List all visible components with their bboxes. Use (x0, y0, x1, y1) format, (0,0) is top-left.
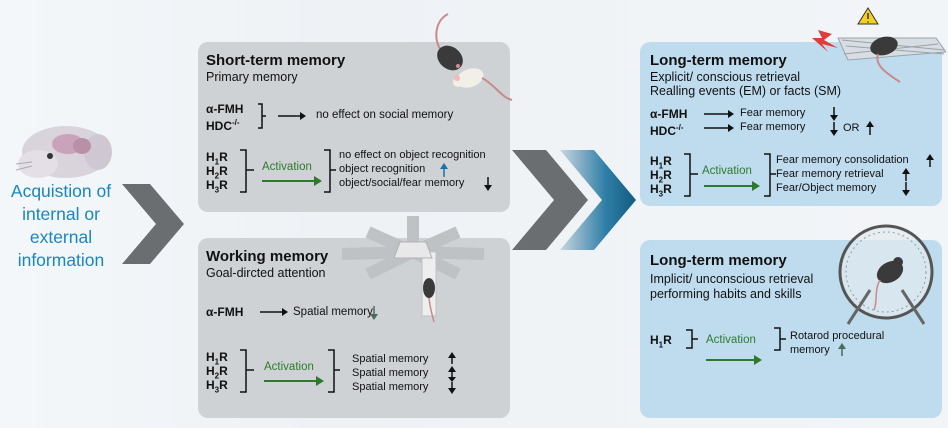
receptor-bracket-icon (240, 149, 254, 193)
receptor-bracket-icon (684, 153, 698, 197)
receptor-bracket-icon (686, 329, 698, 349)
drug-effect: Fear memory (740, 107, 806, 119)
receptor-h3: H3R (206, 378, 228, 395)
input-line: information (17, 250, 105, 270)
arrow-up-icon (866, 121, 874, 135)
rotarod-wheel-icon (838, 224, 934, 325)
drug-label-hdc: HDC-/- (650, 123, 684, 138)
effect-bracket-icon (774, 327, 786, 351)
input-line: internal or (22, 204, 100, 224)
receptor-h3: H3R (206, 178, 228, 195)
panel-subtitle: Goal-dircted attention (206, 266, 326, 280)
chevron-right-icon (122, 184, 184, 264)
drug-effect: Fear memory (740, 121, 806, 133)
short-term-memory-panel: Short-term memory Primary memory α-FMH H… (198, 42, 510, 212)
receptor-h2: H2R (206, 164, 228, 181)
drug-effect: no effect on social memory (316, 109, 454, 121)
arrow-down-icon (902, 182, 910, 196)
receptor-h2: H2R (206, 364, 228, 381)
activation-arrow-icon (704, 181, 760, 191)
receptor-h1: H1R (206, 150, 228, 167)
activation-label: Activation (702, 165, 752, 177)
activation-arrow-icon (264, 376, 324, 386)
effect-bracket-icon (324, 149, 336, 193)
long-term-memory-explicit-panel: Long-term memory Explicit/ conscious ret… (640, 42, 942, 206)
panel-subtitle: Primary memory (206, 70, 298, 84)
activation-arrow-icon (706, 355, 762, 365)
arrow-right-icon (704, 110, 734, 132)
activation-label: Activation (706, 334, 756, 346)
arrow-right-icon (260, 308, 288, 316)
effect-bracket-icon (328, 349, 340, 393)
receptor-h1: H1R (650, 333, 672, 350)
receptor-bracket-icon (240, 349, 254, 393)
arrow-up-icon (926, 154, 934, 167)
input-line: Acquistion of (10, 181, 112, 201)
arrow-up-icon (440, 163, 448, 177)
arrow-down-icon (484, 177, 492, 191)
input-line: external (29, 227, 93, 247)
double-chevron-right-icon (512, 150, 636, 250)
bracket-arrow-icon (258, 103, 306, 129)
panel-subtitle: Explicit/ conscious retrieval (650, 70, 801, 84)
activation-label: Activation (262, 161, 312, 173)
effect-bracket-icon (764, 153, 776, 197)
effect-item: Spatial memory (352, 353, 429, 365)
effect-item: Fear/Object memory (776, 182, 877, 194)
drug-label-hdc: HDC-/- (206, 118, 240, 133)
effect-item: object/social/fear memory (339, 177, 465, 189)
drug-effect: Spatial memory (293, 306, 373, 318)
arrow-down-icon (370, 306, 378, 320)
receptor-h1: H1R (206, 350, 228, 367)
panel-subtitle: Implicit/ unconscious retrieval (650, 272, 814, 286)
arrow-updown-icon (448, 352, 456, 394)
effect-item: memory (790, 344, 830, 356)
arrow-up-icon (838, 343, 846, 356)
panel-title: Working memory (206, 248, 329, 265)
panel-title: Short-term memory (206, 52, 346, 69)
or-label: OR (843, 122, 860, 134)
arrow-down-icon (830, 107, 838, 121)
arrow-down-icon (830, 122, 838, 136)
effect-item: Spatial memory (352, 381, 429, 393)
effect-item: Rotarod procedural (790, 330, 885, 342)
panel-subtitle: Realling events (EM) or facts (SM) (650, 84, 842, 98)
effect-item: Fear memory retrieval (776, 168, 884, 180)
mouse-brain-icon (15, 126, 112, 178)
activation-arrow-icon (262, 176, 322, 186)
effect-item: Fear memory consolidation (776, 154, 909, 166)
receptor-h2: H2R (650, 168, 672, 185)
effect-item: Spatial memory (352, 367, 429, 379)
drug-label: α-FMH (206, 102, 244, 116)
receptor-h1: H1R (650, 154, 672, 171)
fear-conditioning-icon (812, 7, 946, 83)
effect-item: no effect on object recognition (339, 149, 486, 161)
effect-item: object recognition (339, 163, 426, 175)
input-information-label: Acquistion of internal or external infor… (0, 180, 122, 272)
drug-label: α-FMH (206, 305, 244, 319)
panel-subtitle: performing habits and skills (650, 287, 802, 301)
rats-social-icon (435, 13, 513, 101)
arrow-up-icon (902, 168, 910, 181)
panel-title: Long-term memory (650, 252, 787, 269)
activation-label: Activation (264, 361, 314, 373)
receptor-h3: H3R (650, 182, 672, 199)
panel-title: Long-term memory (650, 52, 787, 69)
drug-label: α-FMH (650, 107, 688, 121)
radial-maze-icon (341, 216, 485, 323)
